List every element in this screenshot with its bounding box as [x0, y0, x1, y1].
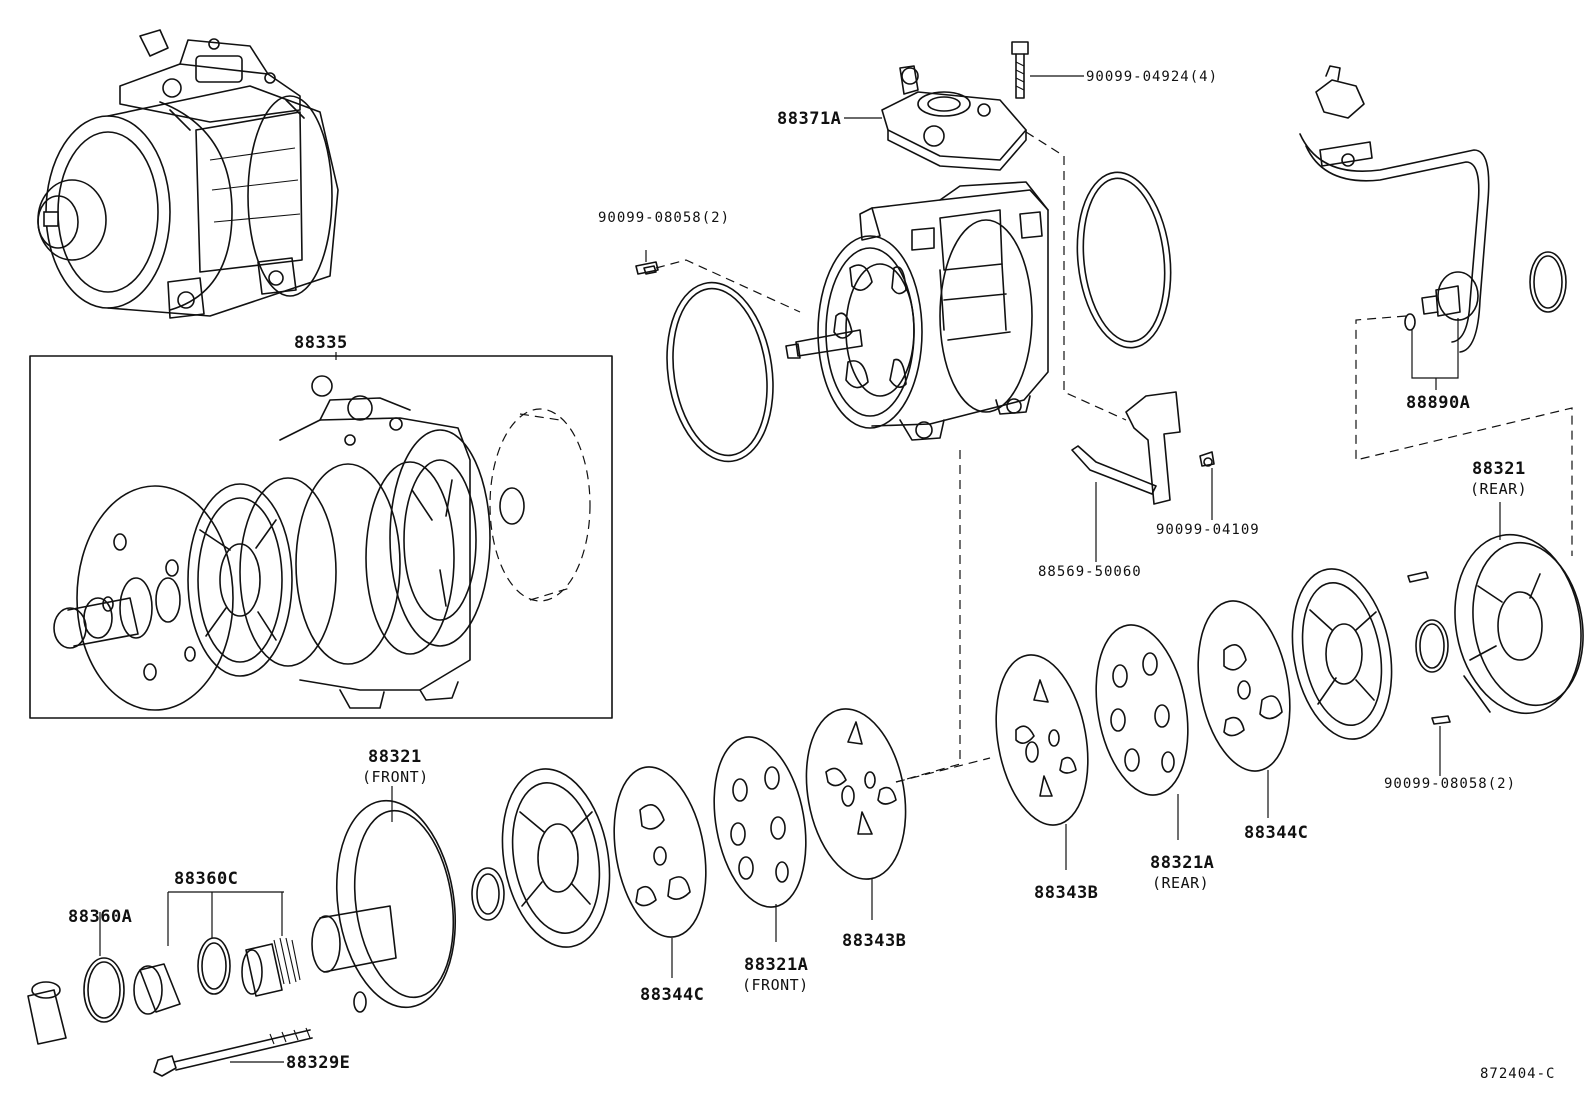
bracket-88569-50060 — [1071, 391, 1215, 505]
magnetic-valve-88890A — [1299, 65, 1567, 353]
leader-lines — [99, 75, 1501, 1063]
label-88569-50060: 88569-50060 — [1038, 564, 1142, 580]
rear-cylinder-88321 — [1454, 533, 1584, 715]
seal-parts-88360 — [27, 937, 313, 1077]
label-88321A-rear-sub: (REAR) — [1152, 874, 1209, 892]
valve-plates-left — [501, 708, 907, 948]
label-88321-front-sub: (FRONT) — [362, 768, 429, 786]
label-88344C-left: 88344C — [640, 985, 704, 1005]
figure-number: 872404-C — [1480, 1066, 1555, 1082]
part-labels: 90099-04924(4) 88371A 90099-08058(2) 883… — [68, 69, 1555, 1082]
label-88343B-right: 88343B — [1034, 883, 1098, 903]
label-90099-04109: 90099-04109 — [1156, 522, 1260, 538]
label-88890A: 88890A — [1406, 393, 1470, 413]
label-88343B-center: 88343B — [842, 931, 906, 951]
guide-lines — [655, 131, 1573, 783]
rear-head-88371A — [881, 65, 1027, 171]
label-90099-08058-bottom: 90099-08058(2) — [1384, 776, 1516, 792]
label-88360C: 88360C — [174, 869, 238, 889]
label-88360A: 88360A — [68, 907, 132, 927]
pins-90099-08058 — [635, 261, 659, 275]
label-88344C-right: 88344C — [1244, 823, 1308, 843]
compressor-housing — [785, 181, 1049, 441]
label-88371A: 88371A — [777, 109, 841, 129]
valve-plates-right — [995, 568, 1451, 826]
compressor-assembly-illustration — [37, 29, 339, 319]
front-cylinder-88321 — [311, 799, 505, 1013]
label-88321-rear: 88321 — [1472, 459, 1526, 479]
bolt-90099-04924 — [1011, 41, 1029, 99]
label-88321A-front: 88321A — [744, 955, 808, 975]
label-90099-04924: 90099-04924(4) — [1086, 69, 1218, 85]
label-88321A-front-sub: (FRONT) — [742, 976, 809, 994]
label-88329E: 88329E — [286, 1053, 350, 1073]
label-88335: 88335 — [294, 333, 348, 353]
label-90099-08058-top: 90099-08058(2) — [598, 210, 730, 226]
label-88321-rear-sub: (REAR) — [1470, 480, 1527, 498]
label-88321-front: 88321 — [368, 747, 422, 767]
assembly-88335-box — [29, 355, 613, 719]
label-88321A-rear: 88321A — [1150, 853, 1214, 873]
